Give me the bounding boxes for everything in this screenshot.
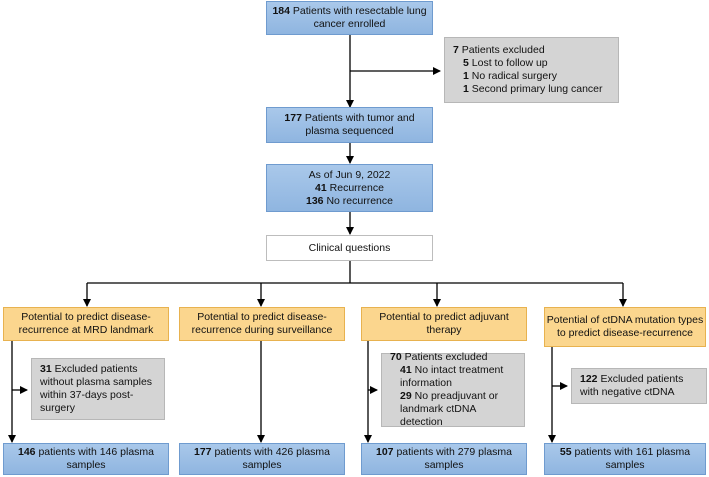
result-count: 55 xyxy=(559,446,572,458)
excluded-label: Excluded patients with negative ctDNA xyxy=(580,373,684,398)
question-title: Potential to predict disease-recurrence … xyxy=(191,311,333,336)
excluded-label: Patients excluded xyxy=(461,44,545,56)
excluded-item: 1 Second primary lung cancer xyxy=(463,83,603,95)
question-4-result-box: 55 patients with 161 plasma samples xyxy=(544,443,706,475)
question-2-box: Potential to predict disease-recurrence … xyxy=(179,307,345,341)
result-count: 146 xyxy=(17,446,36,458)
result-count: 107 xyxy=(375,446,394,458)
sequenced-box: 177 Patients with tumor and plasma seque… xyxy=(266,107,433,143)
excluded-box: 7 Patients excluded 5 Lost to follow up … xyxy=(444,37,619,103)
result-label: patients with 279 plasma samples xyxy=(396,446,513,471)
result-count: 177 xyxy=(193,446,212,458)
no-recurrence-label: No recurrence xyxy=(326,194,393,207)
result-label: patients with 161 plasma samples xyxy=(574,446,691,471)
question-3-result-box: 107 patients with 279 plasma samples xyxy=(361,443,527,475)
enrolled-box: 184 Patients with resectable lung cancer… xyxy=(266,1,433,35)
question-1-box: Potential to predict disease-recurrence … xyxy=(3,307,169,341)
question-2-result-box: 177 patients with 426 plasma samples xyxy=(179,443,345,475)
question-3-excluded-box: 70 Patients excluded 41 No intact treatm… xyxy=(381,351,525,428)
excluded-count: 7 xyxy=(453,44,459,56)
excluded-count: 122 xyxy=(580,373,598,385)
enrolled-label: Patients with resectable lung cancer enr… xyxy=(292,5,427,30)
excluded-item: 1 No radical surgery xyxy=(463,70,557,82)
question-title: Potential to predict adjuvant therapy xyxy=(379,311,509,336)
clinical-questions-box: Clinical questions xyxy=(266,235,433,261)
question-1-result-box: 146 patients with 146 plasma samples xyxy=(3,443,169,475)
recurrence-count: 41 xyxy=(315,181,327,194)
excluded-count: 31 xyxy=(40,363,52,375)
question-3-box: Potential to predict adjuvant therapy xyxy=(361,307,527,341)
status-date: As of Jun 9, 2022 xyxy=(308,168,391,181)
sequenced-count: 177 xyxy=(284,112,302,124)
result-label: patients with 146 plasma samples xyxy=(38,446,155,471)
enrolled-count: 184 xyxy=(272,5,290,17)
excluded-count: 70 xyxy=(390,351,402,363)
question-1-excluded-box: 31 Excluded patients without plasma samp… xyxy=(31,358,165,420)
question-4-excluded-box: 122 Excluded patients with negative ctDN… xyxy=(571,368,707,404)
no-recurrence-count: 136 xyxy=(306,194,324,207)
excluded-label: Patients excluded xyxy=(404,351,488,363)
clinical-questions-label: Clinical questions xyxy=(308,241,391,254)
sequenced-label: Patients with tumor and plasma sequenced xyxy=(304,112,415,137)
question-title: Potential to predict disease-recurrence … xyxy=(18,311,154,336)
excluded-item: 29 No preadjuvant or landmark ctDNA dete… xyxy=(400,390,499,428)
recurrence-label: Recurrence xyxy=(329,181,384,194)
excluded-label: Excluded patients without plasma samples… xyxy=(40,363,153,414)
result-label: patients with 426 plasma samples xyxy=(214,446,331,471)
excluded-item: 5 Lost to follow up xyxy=(463,57,548,69)
question-title: Potential of ctDNA mutation types to pre… xyxy=(546,314,704,339)
status-box: As of Jun 9, 2022 41 Recurrence 136 No r… xyxy=(266,164,433,212)
question-4-box: Potential of ctDNA mutation types to pre… xyxy=(544,307,706,347)
excluded-item: 41 No intact treatment information xyxy=(400,364,504,389)
